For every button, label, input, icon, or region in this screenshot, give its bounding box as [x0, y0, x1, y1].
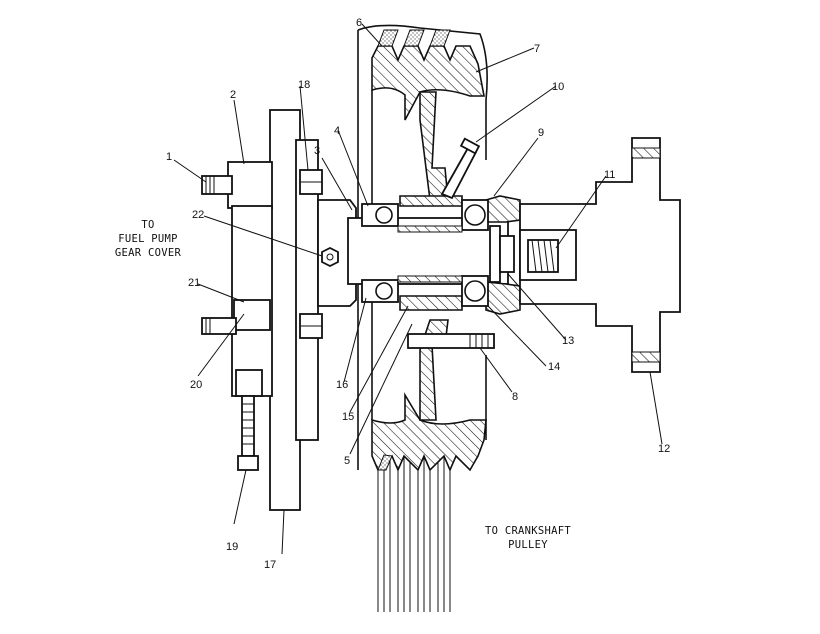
callout-2: 2 [230, 89, 236, 101]
callout-5: 5 [344, 455, 350, 467]
callout-18: 18 [298, 79, 310, 91]
support-plate [269, 109, 319, 511]
grease-fitting [440, 137, 481, 200]
callout-labels: 1 2 3 4 5 6 7 8 9 10 11 12 13 14 15 16 1… [166, 17, 670, 571]
callout-16: 16 [336, 379, 348, 391]
adjusting-screw [237, 395, 259, 471]
callout-11: 11 [604, 169, 615, 181]
fitting [321, 246, 339, 268]
svg-text:FUEL PUMP: FUEL PUMP [118, 233, 178, 245]
bracket [227, 161, 273, 397]
callout-3: 3 [314, 145, 320, 157]
callout-22: 22 [192, 209, 204, 221]
bolt [201, 175, 233, 195]
callout-10: 10 [552, 81, 564, 93]
callout-6: 6 [356, 17, 362, 29]
callout-21: 21 [188, 277, 200, 289]
svg-text:TO: TO [141, 219, 154, 231]
nuts [299, 169, 323, 339]
leader-lines [173, 23, 663, 555]
callout-4: 4 [334, 125, 340, 137]
retaining-nut [489, 225, 515, 283]
svg-text:GEAR COVER: GEAR COVER [115, 247, 182, 259]
callout-9: 9 [538, 127, 544, 139]
bearings [361, 199, 489, 307]
bolt-left [201, 317, 237, 335]
callout-1: 1 [166, 151, 172, 163]
callout-12: 12 [658, 443, 670, 455]
callout-8: 8 [512, 391, 518, 403]
drive-belts [377, 455, 451, 612]
callout-17: 17 [264, 559, 276, 571]
note-crankshaft: TO CRANKSHAFT PULLEY [485, 525, 571, 551]
spacer [397, 225, 463, 283]
callout-15: 15 [342, 411, 354, 423]
spring [527, 239, 559, 273]
callout-14: 14 [548, 361, 560, 373]
callout-20: 20 [190, 379, 202, 391]
note-fuel-pump: TO FUEL PUMP GEAR COVER [115, 219, 182, 259]
svg-text:TO CRANKSHAFT: TO CRANKSHAFT [485, 525, 571, 537]
dowel-screw [407, 333, 495, 349]
callout-7: 7 [534, 43, 540, 55]
callout-19: 19 [226, 541, 238, 553]
callout-13: 13 [562, 335, 574, 347]
svg-text:PULLEY: PULLEY [508, 539, 548, 551]
